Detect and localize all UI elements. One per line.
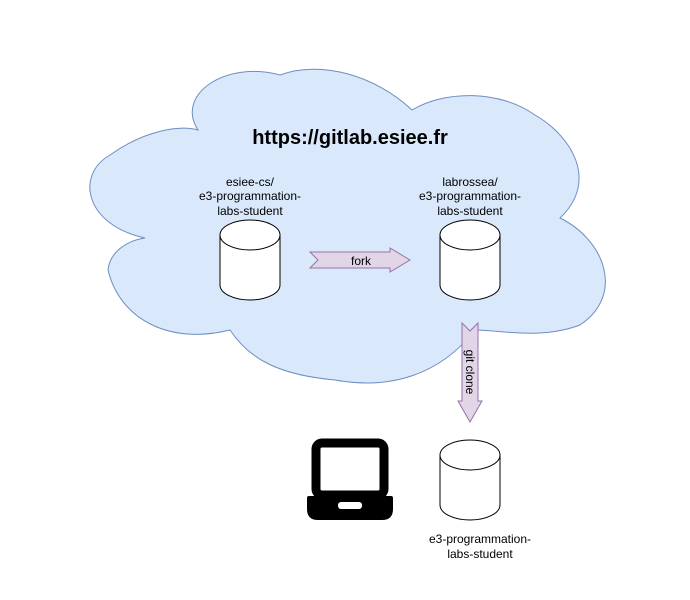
cloud-title: https://gitlab.esiee.fr (252, 127, 448, 149)
fork-arrow-label: fork (351, 254, 372, 268)
fork-arrow: fork (308, 247, 411, 273)
local-repo-label-line1: e3-programmation- (429, 532, 531, 546)
upstream-repo: esiee-cs/ e3-programmation- labs-student (199, 175, 301, 301)
fork-repo: labrossea/ e3-programmation- labs-studen… (419, 175, 521, 301)
git-clone-arrow-label: git clone (463, 350, 477, 395)
laptop-icon (307, 438, 393, 520)
local-repo-cylinder-icon (439, 439, 501, 521)
fork-repo-label-line2: e3-programmation- (419, 189, 521, 203)
fork-repo-cylinder-icon (439, 219, 501, 301)
local-repo-label-line2: labs-student (447, 547, 513, 561)
gitlab-cloud: https://gitlab.esiee.fr (89, 68, 606, 384)
git-clone-arrow: git clone (457, 321, 483, 424)
local-repo: e3-programmation- labs-student (429, 439, 531, 561)
upstream-repo-cylinder-icon (219, 219, 281, 301)
cloud-shape (89, 68, 606, 384)
upstream-repo-label-line1: esiee-cs/ (226, 175, 275, 189)
upstream-repo-label-line3: labs-student (217, 204, 283, 218)
fork-repo-label-line1: labrossea/ (442, 175, 498, 189)
upstream-repo-label-line2: e3-programmation- (199, 189, 301, 203)
fork-repo-label-line3: labs-student (437, 204, 503, 218)
